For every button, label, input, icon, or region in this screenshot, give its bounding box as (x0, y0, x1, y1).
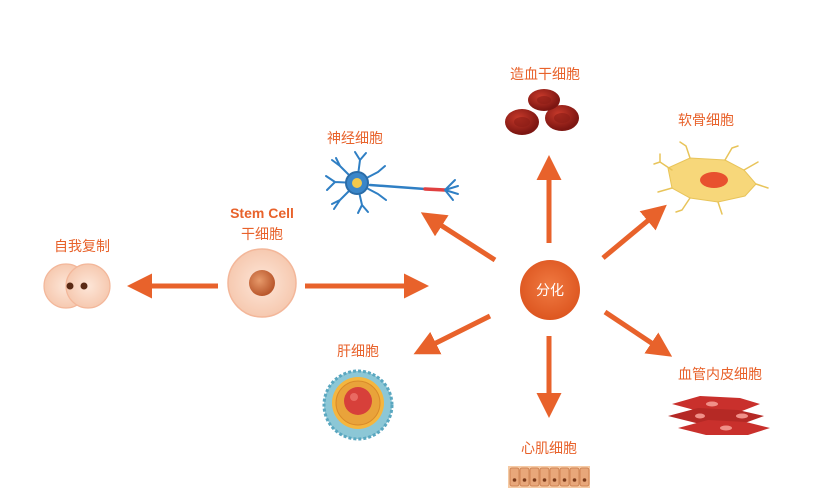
stem-cell-en-label: Stem Cell (230, 205, 294, 221)
arrow-to-chondrocyte (601, 204, 667, 260)
self-renewal-label: 自我复制 (54, 239, 110, 255)
neuron-illustration (325, 151, 459, 214)
differentiation-hub (520, 260, 580, 320)
stem-cell-cn-label: 干细胞 (241, 227, 283, 243)
stem-cell-illustration (227, 248, 297, 318)
differentiation-label: 分化 (536, 283, 564, 299)
chondrocyte-label: 软骨细胞 (678, 113, 734, 129)
endothelial-cells-illustration (668, 396, 770, 435)
arrow-to-endothelial (603, 309, 673, 357)
cardiomyocyte-illustration (508, 466, 590, 488)
arrow-to-hepatocyte (413, 313, 492, 355)
neuron-label: 神经细胞 (327, 131, 383, 147)
hepatocyte-illustration (322, 369, 394, 441)
arrow-to-neuron (420, 212, 497, 263)
hematopoietic-label: 造血干细胞 (510, 67, 580, 83)
hepatocyte-label: 肝细胞 (337, 344, 379, 360)
endothelial-label: 血管内皮细胞 (678, 367, 762, 383)
red-blood-cells-illustration (505, 89, 579, 135)
self-renewal-cell-illustration (43, 263, 111, 309)
cardiomyocyte-label: 心肌细胞 (521, 441, 577, 457)
chondrocyte-illustration (653, 141, 769, 215)
